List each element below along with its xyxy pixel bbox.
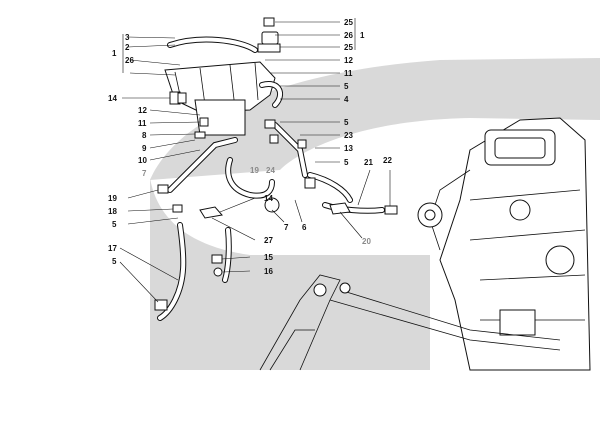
callout-1-right: 1 [360,31,365,40]
callout-14-top: 14 [108,94,117,103]
callout-14-mid: 14 [264,194,273,203]
callout-19-grey: 19 [250,166,259,175]
callout-18: 18 [108,207,117,216]
callout-8: 8 [142,131,147,140]
callout-5-c: 5 [344,158,349,167]
callout-13: 13 [344,144,353,153]
callout-7-grey: 7 [142,169,147,178]
callout-9: 9 [142,144,147,153]
callout-16: 16 [264,267,273,276]
callout-22: 22 [383,156,392,165]
callout-10: 10 [138,156,147,165]
engine-block [417,117,591,371]
callout-5-d: 5 [112,220,117,229]
callout-25-top: 25 [344,18,353,27]
callout-23: 23 [344,131,353,140]
callout-12-right: 12 [344,56,353,65]
callout-7: 7 [284,223,289,232]
callout-26-top: 26 [344,31,353,40]
callout-21: 21 [364,158,373,167]
callout-5-e: 5 [112,257,117,266]
callout-3: 3 [125,33,130,42]
callout-25-mid: 25 [344,43,353,52]
callout-11-left: 11 [138,119,147,128]
small-parts [154,92,398,311]
callout-5-b: 5 [344,118,349,127]
callout-4: 4 [344,95,349,104]
background-swoosh [150,58,600,370]
callout-12-left: 12 [138,106,147,115]
callout-6: 6 [302,223,307,232]
leader-lines [119,18,391,303]
callout-17: 17 [108,244,117,253]
callout-15: 15 [264,253,273,262]
coolant-hoses [157,81,385,321]
callout-24: 24 [266,166,275,175]
mount-brackets [259,274,561,371]
callout-20: 20 [362,237,371,246]
callout-5-a: 5 [344,82,349,91]
callout-2: 2 [125,43,130,52]
callout-1-left: 1 [112,49,117,58]
callout-27: 27 [264,236,273,245]
callout-labels: 25 26 25 1 3 2 1 26 12 11 14 5 4 12 11 5… [108,18,392,276]
callout-26-left: 26 [125,56,134,65]
callout-19: 19 [108,194,117,203]
callout-11-right: 11 [344,69,353,78]
